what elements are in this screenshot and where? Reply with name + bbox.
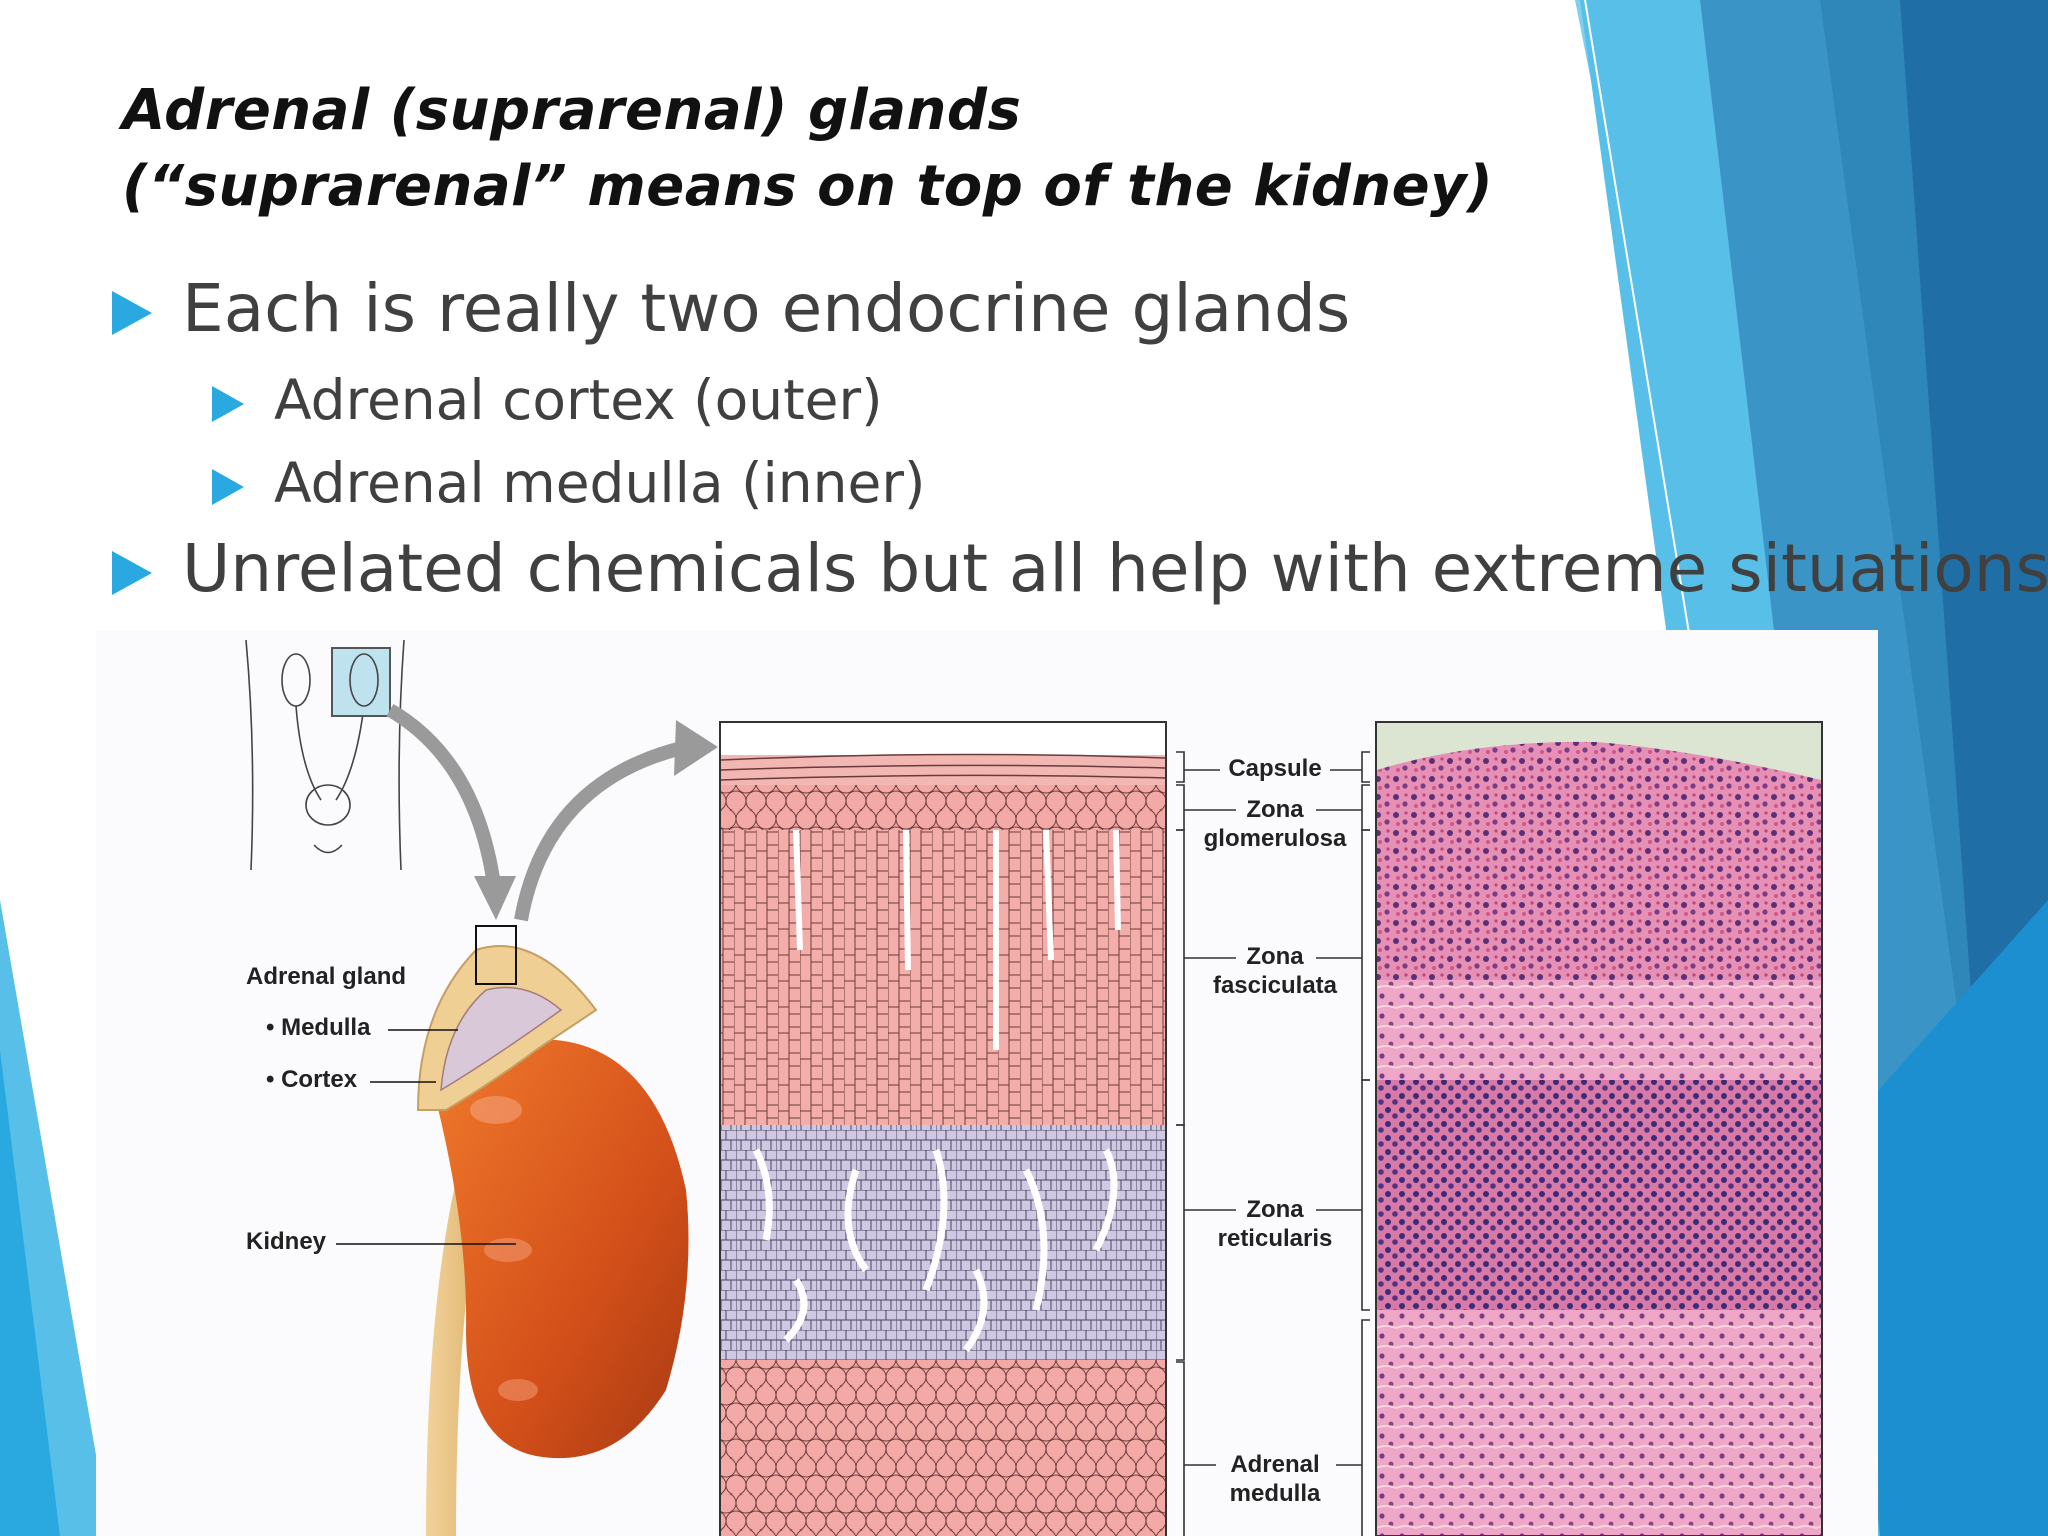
label-zona-reticularis: Zona reticularis xyxy=(1217,1196,1333,1252)
bullet-item: Each is really two endocrine glands xyxy=(112,270,1350,347)
arrow-right xyxy=(514,740,688,922)
triangle-right-icon xyxy=(112,290,152,335)
label-medulla: • Medulla xyxy=(266,1014,371,1041)
bullet-text: Unrelated chemicals but all help with ex… xyxy=(182,530,2048,607)
zone-brackets xyxy=(1176,751,1370,1536)
label-adrenal-gland: Adrenal gland xyxy=(246,963,407,990)
sub-bullet-item: Adrenal medulla (inner) xyxy=(212,451,925,515)
cortex-drawing-panel xyxy=(719,721,1167,1536)
highlight-box xyxy=(331,647,391,717)
arrow-down xyxy=(386,703,501,886)
bullet-item: Unrelated chemicals but all help with ex… xyxy=(112,530,2048,607)
label-adrenal-medulla: Adrenal medulla xyxy=(1229,1451,1321,1507)
label-kidney: Kidney xyxy=(246,1228,327,1255)
ureter xyxy=(426,1110,496,1536)
triangle-right-icon xyxy=(212,385,244,422)
slide-title-line2: (“suprarenal” means on top of the kidney… xyxy=(122,154,1494,219)
sub-bullet-item: Adrenal cortex (outer) xyxy=(212,368,883,432)
slide-title-line1: Adrenal (suprarenal) glands xyxy=(122,78,1022,143)
zoom-box xyxy=(475,925,517,985)
body-outline-sketch xyxy=(245,639,405,871)
bullet-text: Adrenal medulla (inner) xyxy=(274,451,926,515)
kidney xyxy=(436,1038,689,1459)
label-capsule: Capsule xyxy=(1228,755,1322,782)
label-zona-glomerulosa: Zona glomerulosa xyxy=(1203,796,1347,852)
histology-micrograph xyxy=(1375,721,1823,1536)
bullet-text: Each is really two endocrine glands xyxy=(182,270,1351,347)
triangle-right-icon xyxy=(212,468,244,505)
adrenal-figure: Adrenal gland • Medulla • Cortex Kidney … xyxy=(96,630,1878,1536)
label-zona-fasciculata: Zona fasciculata xyxy=(1212,943,1338,999)
label-cortex: • Cortex xyxy=(266,1066,358,1093)
bullet-text: Adrenal cortex (outer) xyxy=(274,368,883,432)
triangle-right-icon xyxy=(112,550,152,595)
adrenal-illustration xyxy=(245,639,1823,1536)
